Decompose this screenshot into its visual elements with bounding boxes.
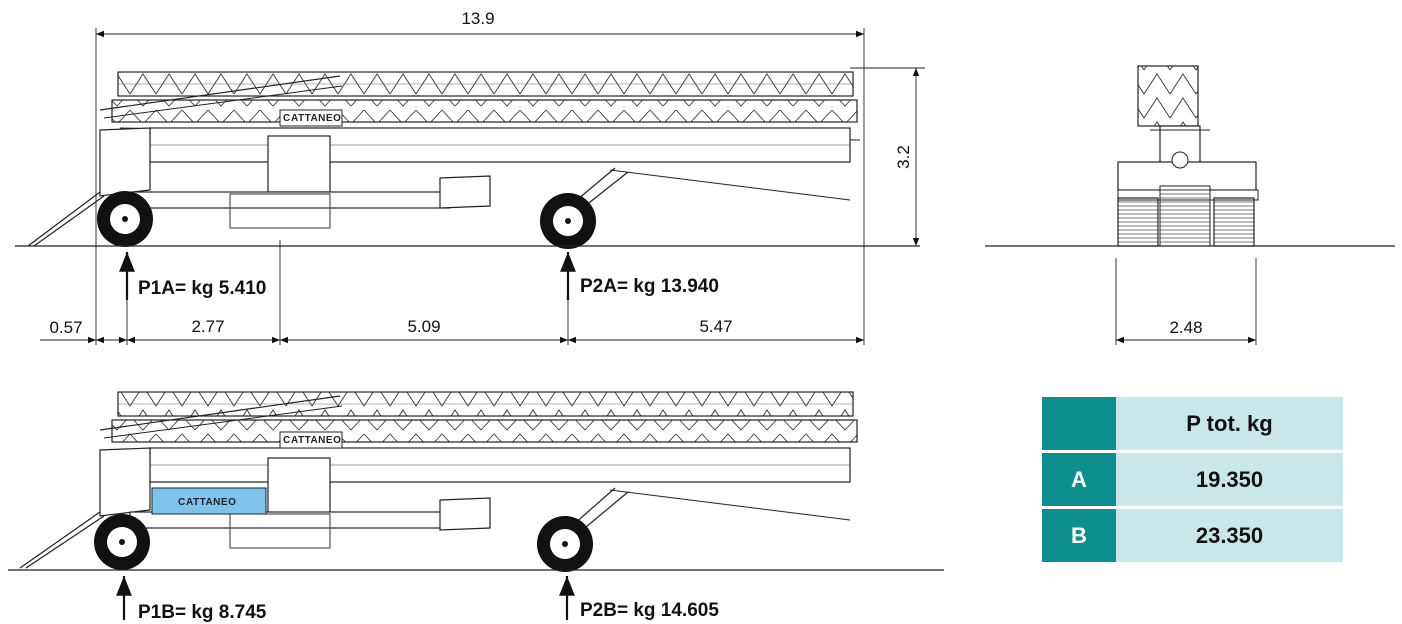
load-arrows-b: P1B= kg 8.745 P2B= kg 14.605: [116, 576, 719, 623]
load-p1b: P1B= kg 8.745: [138, 602, 267, 623]
total-weight-table: P tot. kg A 19.350 B 23.350: [1042, 397, 1343, 562]
svg-text:C: C: [283, 435, 291, 446]
dim-chain: 0.57 2.77 5.09 5.47: [40, 240, 864, 345]
dim-seg-1: 2.77: [191, 317, 224, 336]
svg-text:3.2: 3.2: [894, 145, 913, 169]
svg-text:C: C: [283, 113, 291, 124]
dim-front-overhang: 0.57: [49, 318, 82, 337]
crane-side-view-b: C ATTANEO C ATTANEO: [19, 391, 858, 572]
row-value-b: 23.350: [1116, 506, 1343, 562]
table-row: A 19.350: [1042, 450, 1343, 506]
load-p1a: P1A= kg 5.410: [138, 278, 266, 299]
dim-width: 2.48: [1115, 258, 1257, 345]
crane-front-view: [1117, 65, 1259, 247]
dim-overall-length: 13.9: [95, 9, 865, 345]
load-p2b: P2B= kg 14.605: [580, 600, 719, 621]
svg-text:ATTANEO: ATTANEO: [186, 497, 236, 508]
table-corner: [1042, 397, 1116, 450]
brand-logo-b: C ATTANEO: [279, 431, 343, 449]
svg-text:C: C: [178, 497, 186, 508]
row-key-a: A: [1042, 450, 1116, 506]
dim-height: 3.2: [850, 67, 925, 246]
brand-logo: C ATTANEO: [279, 109, 343, 127]
load-p2a: P2A= kg 13.940: [580, 276, 719, 297]
crane-side-view-a: C ATTANEO: [27, 71, 861, 249]
table-row: B 23.350: [1042, 506, 1343, 562]
row-key-b: B: [1042, 506, 1116, 562]
dim-seg-3: 5.47: [699, 317, 732, 336]
svg-text:ATTANEO: ATTANEO: [291, 113, 341, 124]
table-header: P tot. kg: [1116, 397, 1343, 450]
svg-text:ATTANEO: ATTANEO: [291, 435, 341, 446]
dim-seg-2: 5.09: [407, 317, 440, 336]
row-value-a: 19.350: [1116, 450, 1343, 506]
svg-text:13.9: 13.9: [461, 9, 494, 28]
load-arrows-a: P1A= kg 5.410 P2A= kg 13.940: [119, 252, 719, 300]
table-header-row: P tot. kg: [1042, 397, 1343, 450]
ballast-block: C ATTANEO: [151, 487, 267, 515]
svg-text:2.48: 2.48: [1169, 318, 1202, 337]
